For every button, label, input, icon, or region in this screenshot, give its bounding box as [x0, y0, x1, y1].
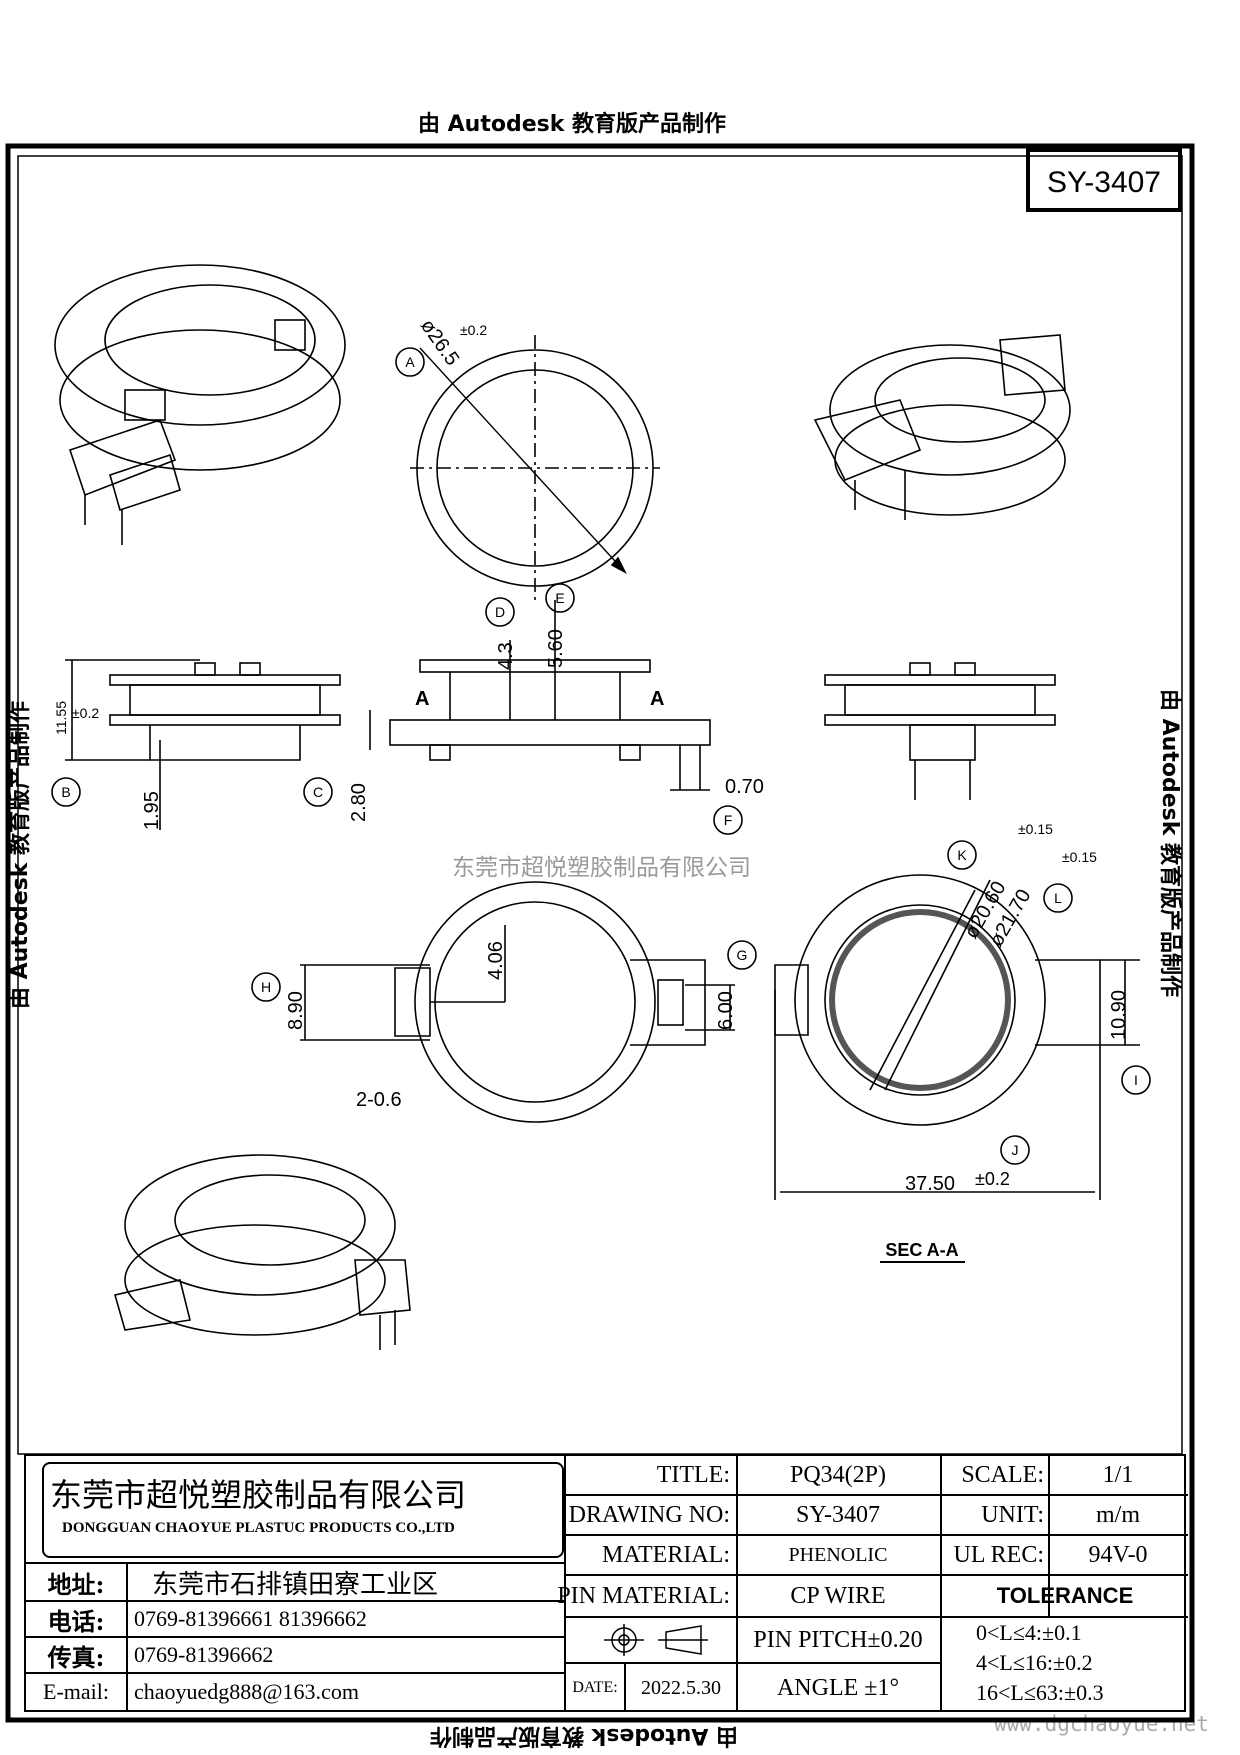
date-label: DATE:	[572, 1679, 618, 1696]
dim-h-d: 4.3	[495, 642, 517, 670]
address-value: 东莞市石排镇田寮工业区	[152, 1569, 439, 1600]
scale-label: SCALE:	[961, 1461, 1044, 1488]
isometric-view-top-right	[813, 334, 1071, 520]
section-label: SEC A-A	[885, 1240, 958, 1260]
callout-k: K	[957, 847, 967, 863]
pin-material-value: CP WIRE	[790, 1582, 886, 1609]
dim-w-j: 37.50	[905, 1173, 955, 1195]
pin-pitch: PIN PITCH±0.20	[753, 1626, 923, 1653]
side-view-right	[824, 662, 1056, 800]
callout-j: J	[1012, 1142, 1019, 1158]
isometric-view-top-left	[54, 264, 346, 545]
dim-h-e: 5.60	[545, 629, 567, 668]
dim-tol-j: ±0.2	[975, 1169, 1010, 1189]
top-view-ring	[410, 335, 660, 600]
company-name-en: DONGGUAN CHAOYUE PLASTUC PRODUCTS CO.,LT…	[62, 1520, 455, 1536]
address-label: 地址:	[47, 1569, 105, 1599]
company-box: 东莞市超悦塑胶制品有限公司 DONGGUAN CHAOYUE PLASTUC P…	[42, 1462, 564, 1558]
tel-label: 电话:	[47, 1606, 105, 1636]
dim-h-b: 11.55	[53, 701, 69, 735]
company-watermark-center: 东莞市超悦塑胶制品有限公司	[452, 855, 751, 881]
dim-d-a: ø26.5	[416, 315, 463, 370]
tolerance-label: TOLERANCE	[996, 1583, 1134, 1608]
callout-d: D	[495, 604, 505, 620]
pin-material-label: PIN MATERIAL:	[557, 1582, 730, 1609]
company-name-cn: 东莞市超悦塑胶制品有限公司	[50, 1476, 467, 1514]
angle-tolerance: ANGLE ±1°	[776, 1674, 900, 1701]
part-number: SY-3407	[1047, 166, 1161, 199]
drawing-no-label: DRAWING NO:	[568, 1501, 730, 1528]
dim-w-g: 6.00	[715, 991, 737, 1030]
dim-h-b2: 1.95	[141, 791, 163, 830]
date-value: 2022.5.30	[641, 1676, 721, 1699]
tolerance-row-2: 4<L≤16:±0.2	[976, 1650, 1093, 1675]
callout-e: E	[555, 590, 564, 606]
material-label: MATERIAL:	[602, 1541, 730, 1568]
unit-value: m/m	[1095, 1501, 1140, 1528]
email-label: E-mail:	[43, 1679, 109, 1704]
dim-w-slot: 2-0.6	[356, 1089, 402, 1111]
drawing-no-value: SY-3407	[795, 1501, 880, 1528]
side-view-left	[65, 659, 341, 830]
tolerance-row-3: 16<L≤63:±0.3	[976, 1680, 1104, 1705]
dim-tol-a: ±0.2	[460, 322, 487, 338]
callout-f: F	[724, 812, 733, 828]
ul-rec-label: UL REC:	[953, 1541, 1044, 1568]
bottom-view	[300, 881, 735, 1123]
section-mark-left: A	[415, 688, 429, 710]
dim-tol-l: ±0.15	[1062, 849, 1097, 865]
fax-value: 0769-81396662	[134, 1642, 274, 1667]
dim-h-c: 2.80	[348, 783, 370, 822]
callout-g: G	[737, 947, 748, 963]
ul-rec-value: 94V-0	[1088, 1541, 1148, 1568]
callout-h: H	[261, 979, 271, 995]
projection-symbol-icon	[604, 1624, 708, 1656]
callout-i: I	[1134, 1072, 1138, 1088]
material-value: PHENOLIC	[788, 1543, 888, 1566]
dim-tol-b: ±0.2	[72, 705, 99, 721]
title-value: PQ34(2P)	[789, 1461, 886, 1488]
title-label: TITLE:	[656, 1461, 730, 1488]
callout-b: B	[61, 784, 70, 800]
callout-c: C	[313, 784, 323, 800]
isometric-view-bottom-left	[113, 1154, 411, 1350]
title-block: 东莞市超悦塑胶制品有限公司 DONGGUAN CHAOYUE PLASTUC P…	[24, 1454, 1188, 1712]
fax-label: 传真:	[47, 1642, 105, 1672]
tolerance-row-1: 0<L≤4:±0.1	[976, 1620, 1082, 1645]
front-view-center	[369, 600, 711, 791]
dim-tol-k: ±0.15	[1018, 821, 1053, 837]
callout-l: L	[1054, 890, 1062, 906]
website-watermark: www.dgchaoyue.net	[994, 1712, 1209, 1736]
dim-w-i: 10.90	[1108, 990, 1130, 1040]
tel-value: 0769-81396661 81396662	[134, 1606, 367, 1631]
dim-w-h: 8.90	[285, 991, 307, 1030]
dim-w-f: 0.70	[725, 776, 764, 798]
scale-value: 1/1	[1102, 1461, 1134, 1488]
callout-a: A	[405, 354, 415, 370]
unit-label: UNIT:	[981, 1501, 1044, 1528]
dim-w-h2: 4.06	[485, 941, 507, 980]
section-mark-right: A	[650, 688, 664, 710]
section-view	[774, 874, 1140, 1200]
autodesk-watermark-top: 由 Autodesk 教育版产品制作	[418, 112, 727, 137]
email-value: chaoyuedg888@163.com	[134, 1679, 359, 1704]
